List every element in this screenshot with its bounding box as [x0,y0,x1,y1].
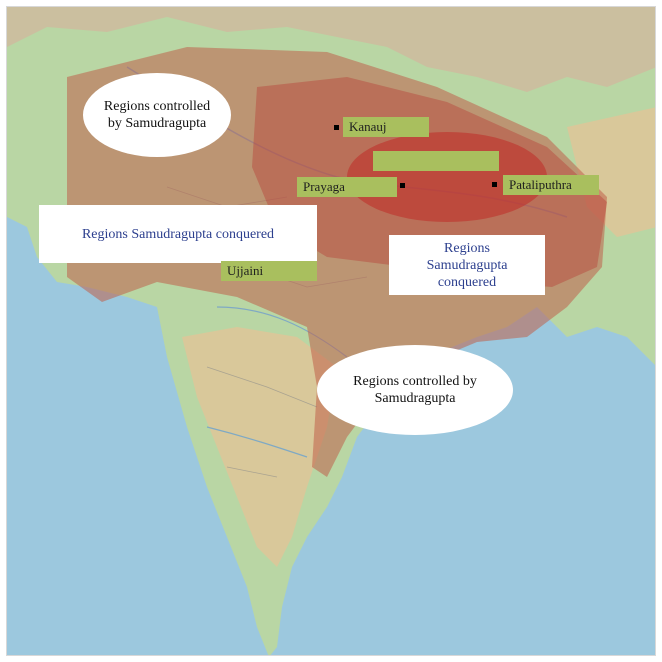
city-label-pataliputhra: Pataliputhra [503,175,599,195]
river-south [206,426,308,458]
city-dot-prayaga [400,183,405,188]
city-label-ujjaini: Ujjaini [221,261,317,281]
city-dot-pataliputhra [492,182,497,187]
city-label-prayaga: Prayaga [297,177,397,197]
city-dot-kanauj [334,125,339,130]
city-label-kanauj: Kanauj [343,117,429,137]
himalaya-range [7,7,655,92]
label-controlled-north: Regions controlled by Samudragupta [83,73,231,157]
label-conquered-west: Regions Samudragupta conquered [39,205,317,263]
map-canvas: Regions controlled by Samudragupta Regio… [6,6,656,656]
city-label-blank [373,151,499,171]
deccan-plateau [182,327,337,567]
label-controlled-south: Regions controlled by Samudragupta [317,345,513,435]
label-conquered-east: Regions Samudragupta conquered [389,235,545,295]
